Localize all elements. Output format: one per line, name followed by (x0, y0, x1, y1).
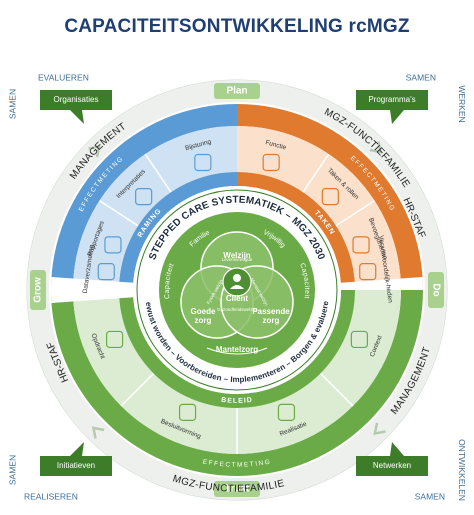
callout-pointer (70, 110, 84, 124)
item-icon (321, 188, 339, 206)
corner-text: SAMEN (415, 491, 445, 501)
cycle-label-box-grow (30, 270, 46, 310)
petal-label: Welzijn (223, 251, 251, 260)
corner-text: WERKEN (457, 85, 467, 122)
callout-box-bl (40, 456, 112, 476)
sector-outer-band-raming (51, 104, 237, 290)
corner-text: EVALUEREN (38, 72, 89, 82)
cycle-arrow-icon (91, 426, 105, 439)
cycle-label-grow: Grow (33, 277, 44, 303)
inner-ring-stroke (136, 189, 338, 391)
callout-box-br (356, 456, 428, 476)
callout-box-tr (356, 90, 428, 110)
item-icon (178, 403, 197, 421)
item-icon (359, 263, 377, 281)
client-icon-head (233, 274, 241, 282)
sector-inner-band-beleid (119, 290, 355, 408)
petal-label: Passende (252, 307, 290, 316)
callout-pointer (70, 442, 84, 456)
item-icon (106, 330, 124, 349)
sector-gap (340, 277, 423, 290)
item-icon (97, 263, 115, 281)
sector-gap (51, 290, 134, 303)
sector-divider (120, 372, 155, 407)
cycle-label-box-plan (214, 83, 260, 99)
item-icon (262, 153, 280, 172)
cycle-label-box-trust (214, 481, 260, 497)
sector-outer-band-taken (237, 104, 423, 290)
sector-divider (302, 153, 330, 193)
sector-content-taken (237, 126, 401, 290)
sector-outer-band-beleid (51, 290, 423, 476)
beleid-band-text: BELEID (221, 397, 254, 405)
client-icon-body (230, 285, 244, 289)
item-icon (135, 188, 153, 206)
sector-divider (335, 200, 375, 227)
petal-label: Goede (191, 307, 216, 316)
item-icon (194, 153, 212, 172)
item-icon (277, 403, 296, 421)
cycle-label-trust: Trust (225, 484, 250, 495)
sector-divider (319, 372, 354, 407)
sector-content-beleid (73, 290, 401, 454)
cycle-arrow-icon (88, 144, 101, 158)
callout-box-tl (40, 90, 112, 110)
item-icon (352, 236, 370, 254)
callout-label-tr: Programma's (368, 95, 415, 104)
sector-divider (144, 153, 172, 193)
core-small-text: Levensvreugde (222, 257, 253, 262)
corner-text: ONTWIKKELEN (457, 439, 467, 501)
mantelzorg-label: Mantelzorg (216, 345, 258, 354)
callout-label-bl: Initiatieven (57, 461, 95, 470)
callout-pointer (390, 110, 404, 124)
core-capaciteit-left: Capaciteit (164, 262, 176, 299)
cycle-label-do: Do (430, 283, 441, 296)
item-icon (350, 330, 368, 349)
callout-pointer (390, 442, 404, 456)
item-icon (104, 236, 122, 254)
corner-text: REALISEREN (24, 491, 78, 501)
cycle-arrow-icon (373, 422, 386, 436)
corner-text: SAMEN (406, 72, 436, 82)
diagram-title: CAPACITEITSONTWIKKELING rcMGZ (64, 16, 410, 37)
sector-gap (51, 277, 134, 290)
cycle-label-box-do (428, 272, 444, 308)
cycle-arrow-icon (369, 141, 383, 154)
petal-label-line2: zorg (195, 316, 212, 325)
corner-text: SAMEN (7, 455, 17, 485)
client-label: Cliënt (226, 294, 249, 303)
mantelzorg-line (206, 347, 268, 355)
sector-content-raming (73, 126, 237, 290)
petal-label-line2: zorg (263, 316, 280, 325)
beleid-effect-text: EFFECTMETING (202, 458, 272, 468)
sector-divider (99, 200, 139, 227)
corner-text: SAMEN (7, 89, 17, 119)
sector-inner-band-raming (119, 172, 237, 290)
callout-label-tl: Organisaties (54, 95, 99, 104)
callout-label-br: Netwerken (373, 461, 411, 470)
core-small-text: Gezondheidswelzijn (217, 307, 258, 312)
cycle-label-plan: Plan (226, 86, 247, 97)
core-capaciteit-right: Capaciteit (298, 262, 310, 299)
sector-inner-band-taken (237, 172, 355, 290)
